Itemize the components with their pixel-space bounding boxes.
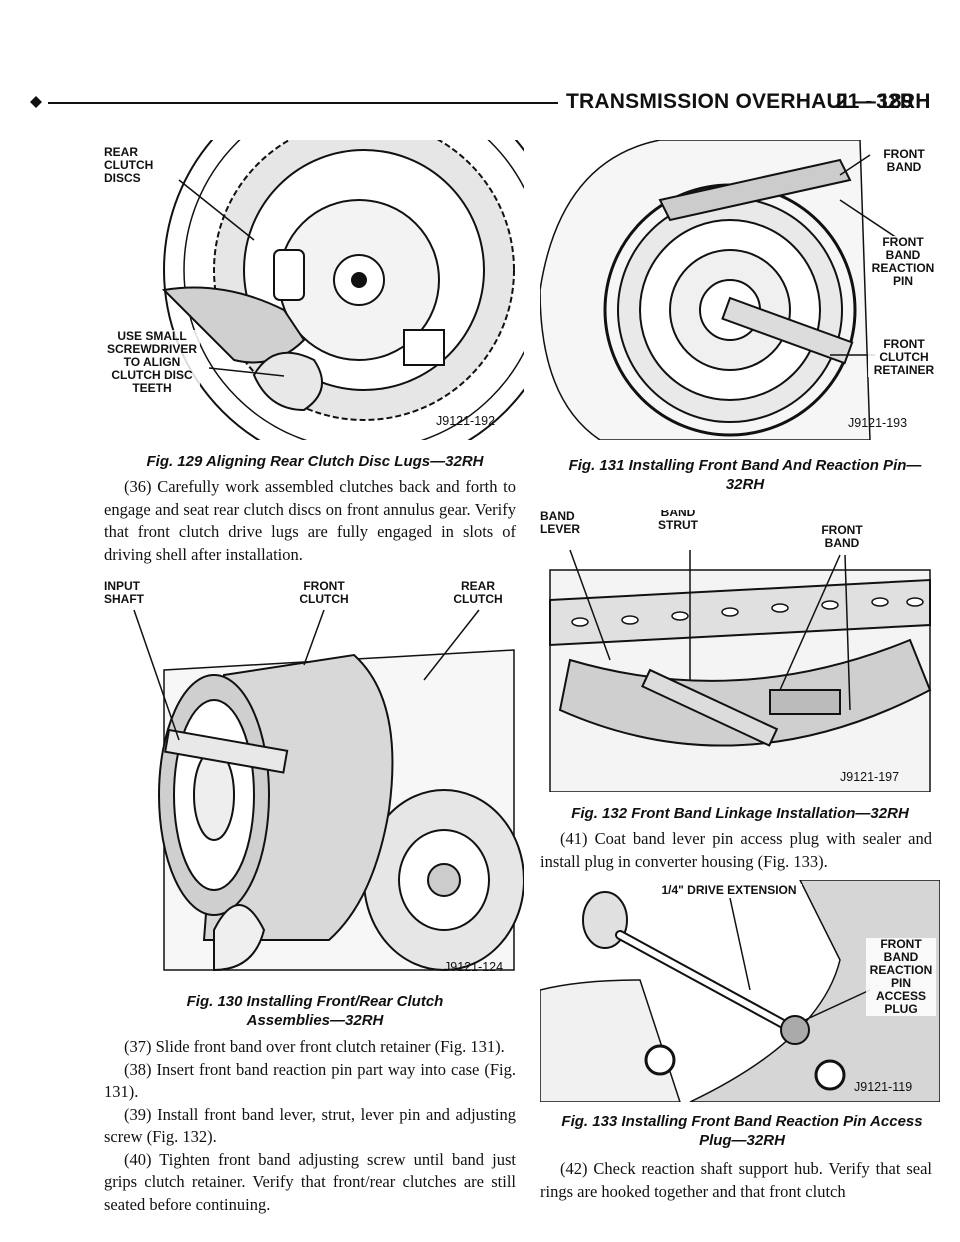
figure-id: J9121-193 (848, 416, 908, 430)
label-input-shaft: INPUT SHAFT (104, 580, 154, 606)
figure-133: 1/4" DRIVE EXTENSION FRONT BAND REACTION… (540, 880, 940, 1102)
figure-id: J9121-197 (840, 770, 900, 784)
step-42: (42) Check reaction shaft support hub. V… (540, 1159, 932, 1201)
figure-caption: Fig. 132 Front Band Linkage Installation… (571, 805, 909, 822)
paragraph: (36) Carefully work assembled clutches b… (104, 476, 516, 566)
diamond-bullet-icon (30, 96, 42, 108)
header-rule (48, 102, 558, 104)
figure-caption: Fig. 131 Installing Front Band And React… (568, 457, 922, 493)
label-front-band-reaction-pin: FRONT BAND REACTION PIN (868, 236, 938, 288)
paragraph: (37) Slide front band over front clutch … (104, 1036, 516, 1216)
step-36: (36) Carefully work assembled clutches b… (104, 477, 516, 564)
label-access-plug: FRONT BAND REACTION PIN ACCESS PLUG (866, 938, 936, 1016)
label-rear-clutch: REAR CLUTCH (448, 580, 508, 606)
band-linkage-illustration (549, 549, 932, 792)
step-41: (41) Coat band lever pin access plug wit… (540, 829, 932, 871)
step-38: (38) Insert front band reaction pin part… (104, 1059, 516, 1102)
figure-caption: Fig. 129 Aligning Rear Clutch Disc Lugs—… (146, 453, 484, 470)
clutch-assembly-illustration (133, 609, 524, 972)
step-40: (40) Tighten front band adjusting screw … (104, 1149, 516, 1214)
label-rear-clutch-discs: REAR CLUTCH DISCS (104, 146, 168, 185)
figure-id: J9121-124 (444, 960, 504, 974)
section-title: TRANSMISSION OVERHAUL—32RH (566, 90, 931, 113)
figure-131: FRONT BAND FRONT BAND REACTION PIN FRONT… (540, 140, 940, 440)
figure-130: INPUT SHAFT FRONT CLUTCH REAR CLUTCH J91… (104, 580, 524, 980)
front-band-illustration (540, 140, 901, 440)
label-band-lever: BAND LEVER (540, 510, 588, 536)
page-number: 21 - 189 (836, 90, 914, 113)
label-front-clutch-retainer: FRONT CLUTCH RETAINER (868, 338, 940, 377)
paragraph: (41) Coat band lever pin access plug wit… (540, 828, 932, 873)
figure-id: J9121-119 (854, 1080, 913, 1094)
label-use-small-screwdriver: USE SMALL SCREWDRIVER TO ALIGN CLUTCH DI… (104, 330, 200, 395)
figure-id: J9121-192 (436, 414, 496, 428)
figure-129: REAR CLUTCH DISCS USE SMALL SCREWDRIVER … (104, 140, 524, 440)
step-39: (39) Install front band lever, strut, le… (104, 1104, 516, 1147)
figure-caption: Fig. 130 Installing Front/Rear Clutch As… (186, 993, 444, 1029)
figure-caption: Fig. 133 Installing Front Band Reaction … (561, 1113, 923, 1149)
label-drive-extension: 1/4" DRIVE EXTENSION (656, 884, 802, 897)
label-band-strut: BAND STRUT (652, 510, 704, 532)
clutch-disc-illustration (161, 140, 524, 440)
step-37: (37) Slide front band over front clutch … (124, 1037, 505, 1056)
access-plug-illustration (540, 880, 940, 1102)
paragraph: (42) Check reaction shaft support hub. V… (540, 1158, 932, 1203)
label-front-band: FRONT BAND (812, 524, 872, 550)
figure-132: BAND LEVER BAND STRUT FRONT BAND J9121-1… (540, 510, 940, 792)
label-front-clutch: FRONT CLUTCH (294, 580, 354, 606)
label-front-band: FRONT BAND (874, 148, 934, 174)
